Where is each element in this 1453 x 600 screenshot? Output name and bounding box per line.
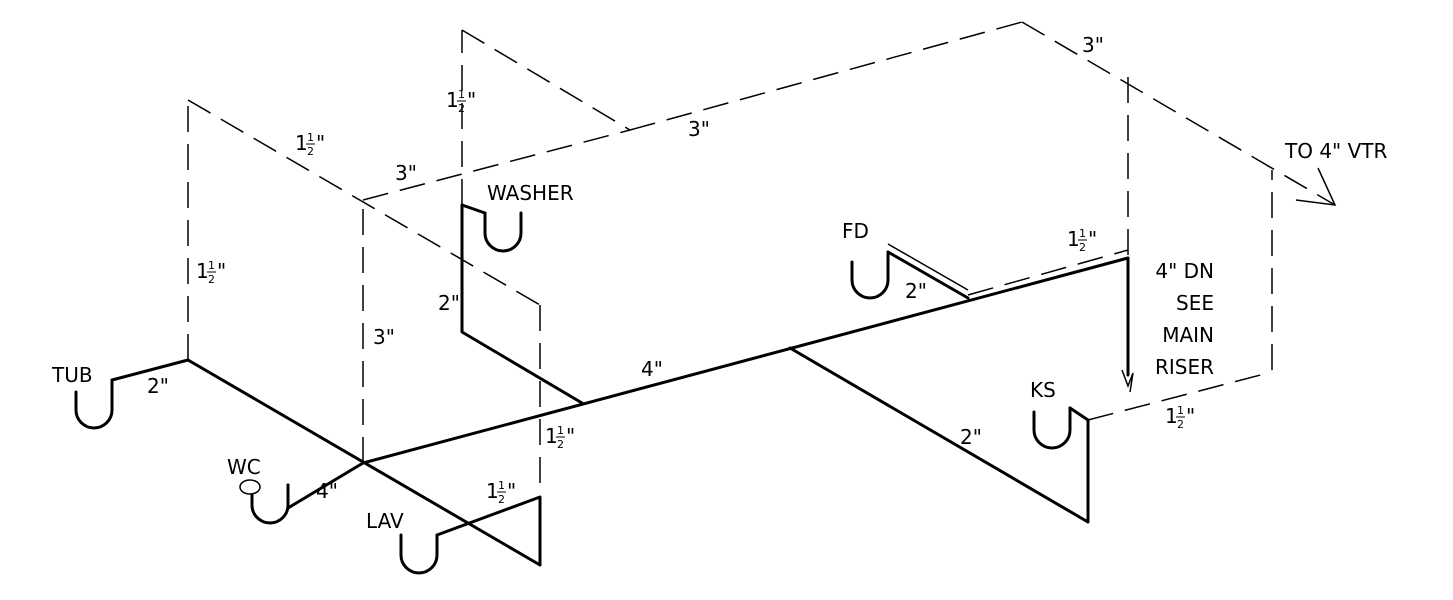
- vent-fd-branch: [967, 249, 1129, 296]
- fixture-traps: [74, 203, 1072, 575]
- vent-washer-branch: [461, 29, 631, 131]
- note-riser-line3: MAIN: [1162, 323, 1214, 347]
- note-riser-line1: 4" DN: [1155, 259, 1214, 283]
- svg-text:": ": [1088, 227, 1097, 251]
- svg-text:1: 1: [557, 424, 564, 437]
- trap-washer-icon: [483, 211, 523, 253]
- svg-text:2: 2: [498, 493, 505, 506]
- svg-text:2: 2: [557, 438, 564, 451]
- size-main: 4": [641, 357, 663, 381]
- drain-fd-branch-edge: [887, 243, 969, 291]
- svg-text:": ": [217, 259, 226, 283]
- size-fd-drain: 2": [905, 279, 927, 303]
- size-wc-vent: 3": [373, 325, 395, 349]
- svg-text:2: 2: [1079, 241, 1086, 254]
- svg-text:1: 1: [1079, 227, 1086, 240]
- svg-text:1: 1: [545, 424, 558, 448]
- size-ks-vent: 1 1 2 ": [1165, 404, 1195, 431]
- note-riser-line2: SEE: [1176, 291, 1214, 315]
- svg-text:1: 1: [208, 259, 215, 272]
- svg-text:2: 2: [1177, 418, 1184, 431]
- trap-fd-icon: [850, 250, 890, 300]
- svg-text:1: 1: [486, 479, 499, 503]
- svg-text:2: 2: [208, 273, 215, 286]
- drain-ks-branch: [788, 346, 1090, 524]
- size-vent-3in-b: 3": [688, 117, 710, 141]
- svg-text:1: 1: [1177, 404, 1184, 417]
- size-lav-drain: 1 1 2 ": [486, 479, 516, 506]
- size-wc-arm: 4": [316, 479, 338, 503]
- label-wc: WC: [227, 455, 261, 479]
- svg-text:": ": [566, 424, 575, 448]
- svg-text:1: 1: [1165, 404, 1178, 428]
- label-washer: WASHER: [487, 181, 574, 205]
- trap-tub-icon: [74, 378, 114, 430]
- label-lav: LAV: [366, 509, 404, 533]
- svg-text:": ": [316, 131, 325, 155]
- vent-header-to-vtr: [1021, 21, 1336, 206]
- svg-text:2: 2: [307, 145, 314, 158]
- drain-tub-arm: [110, 358, 190, 382]
- note-to-vtr: TO 4" VTR: [1284, 139, 1387, 163]
- svg-text:1: 1: [1067, 227, 1080, 251]
- size-tub-vent-branch: 1 1 2 ": [295, 131, 325, 158]
- svg-text:": ": [1186, 404, 1195, 428]
- svg-text:1: 1: [295, 131, 308, 155]
- vent-main-3in-lower: [362, 129, 631, 201]
- trap-ks-icon: [1032, 406, 1072, 450]
- vtr-arrow-icon: [1295, 167, 1337, 206]
- drain-main-4in: [361, 256, 1130, 465]
- size-vent-3in-a: 3": [395, 161, 417, 185]
- trap-lav-icon: [399, 533, 439, 575]
- washer-standpipe-hook: [460, 203, 487, 215]
- svg-text:1: 1: [307, 131, 314, 144]
- wc-bowl-icon: [239, 479, 261, 495]
- drain-washer-branch: [460, 203, 584, 405]
- vent-ks-branch: [1087, 371, 1273, 421]
- trap-wc-icon: [250, 483, 290, 525]
- label-fd: FD: [842, 219, 869, 243]
- label-tub: TUB: [51, 363, 93, 387]
- vent-main-3in-upper: [629, 21, 1023, 131]
- size-washer-drain: 2": [438, 291, 460, 315]
- note-riser-line4: RISER: [1155, 355, 1214, 379]
- drain-fd-branch: [886, 250, 970, 300]
- size-vent-3in-c: 3": [1082, 33, 1104, 57]
- svg-text:2: 2: [458, 102, 465, 115]
- svg-text:1: 1: [498, 479, 505, 492]
- size-ks-drain: 2": [960, 425, 982, 449]
- drain-riser-break: [1121, 369, 1134, 393]
- vent-piping: [187, 21, 1336, 495]
- label-ks: KS: [1030, 378, 1056, 402]
- size-lav-vent: 1 1 2 ": [545, 424, 575, 451]
- size-tub-arm: 2": [147, 374, 169, 398]
- vent-tub-branch: [187, 99, 541, 306]
- drain-tub-branch: [186, 358, 542, 567]
- svg-text:1: 1: [446, 88, 459, 112]
- svg-text:1: 1: [458, 88, 465, 101]
- drain-piping: [110, 203, 1134, 567]
- svg-text:": ": [467, 88, 476, 112]
- drain-lav-branch: [435, 495, 542, 567]
- size-tub-vent: 1 1 2 ": [196, 259, 226, 286]
- size-fd-vent: 1 1 2 ": [1067, 227, 1097, 254]
- svg-text:": ": [507, 479, 516, 503]
- size-washer-vent: 1 1 2 ": [446, 88, 476, 115]
- svg-text:1: 1: [196, 259, 209, 283]
